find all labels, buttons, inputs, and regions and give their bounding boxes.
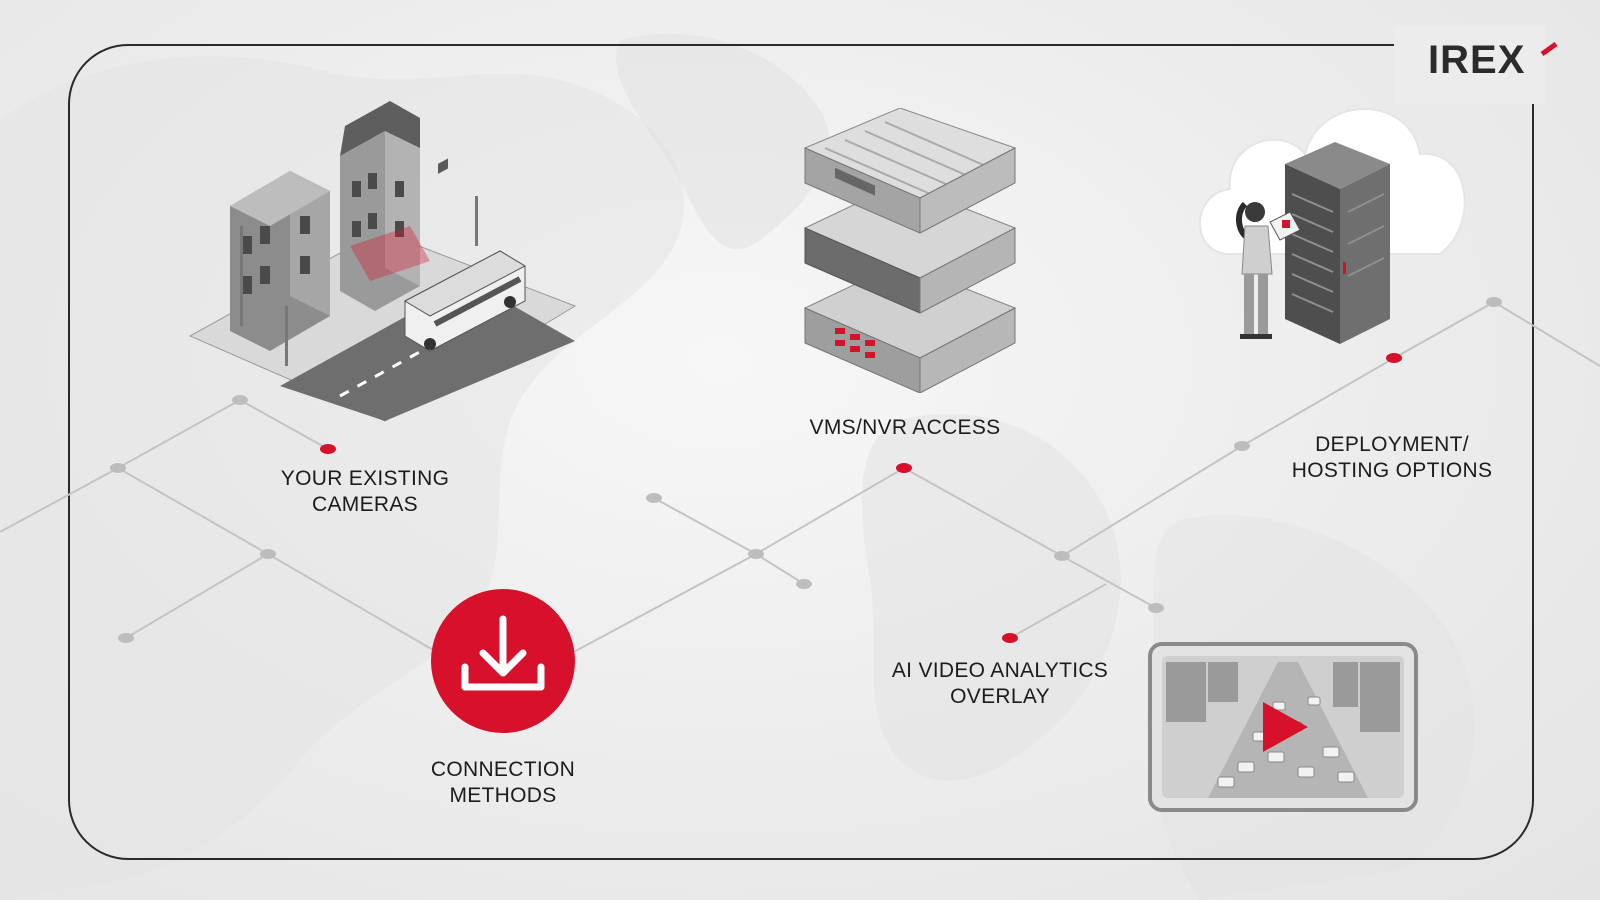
connection-label-line2: METHODS <box>449 784 557 807</box>
server-stack-illustration <box>803 108 1017 393</box>
city-street-illustration <box>188 101 577 422</box>
cameras-node-dot <box>320 444 336 454</box>
connection-label: CONNECTION METHODS <box>403 757 603 809</box>
cameras-label: YOUR EXISTING CAMERAS <box>265 466 465 518</box>
analytics-label: AI VIDEO ANALYTICS OVERLAY <box>870 658 1130 710</box>
connection-label-line1: CONNECTION <box>430 758 576 781</box>
analytics-label-line1: AI VIDEO ANALYTICS <box>891 659 1109 682</box>
download-icon[interactable] <box>431 589 575 733</box>
play-icon <box>1263 702 1308 752</box>
irex-logo[interactable]: IREX <box>1428 38 1558 83</box>
cloud-server-rack-illustration <box>1199 108 1466 344</box>
vms-node-dot <box>896 463 912 473</box>
analytics-label-line2: OVERLAY <box>950 685 1050 708</box>
analytics-node-dot <box>1002 633 1018 643</box>
vms-label: VMS/NVR ACCESS <box>790 415 1020 441</box>
video-thumbnail[interactable] <box>1148 642 1418 812</box>
cameras-label-line1: YOUR EXISTING <box>280 467 450 490</box>
logo-accent-mark <box>1540 42 1558 56</box>
deployment-label-line1: DEPLOYMENT/ <box>1315 433 1469 456</box>
deployment-node-dot <box>1386 353 1402 363</box>
cameras-label-line2: CAMERAS <box>312 493 418 516</box>
deployment-label-line2: HOSTING OPTIONS <box>1291 459 1493 482</box>
logo-x: X <box>1497 38 1526 82</box>
content-frame <box>68 44 1534 860</box>
logo-background <box>1394 26 1546 104</box>
vms-label-line1: VMS/NVR ACCESS <box>809 416 1001 439</box>
logo-text: IRE <box>1428 38 1498 82</box>
deployment-label: DEPLOYMENT/ HOSTING OPTIONS <box>1272 432 1512 484</box>
